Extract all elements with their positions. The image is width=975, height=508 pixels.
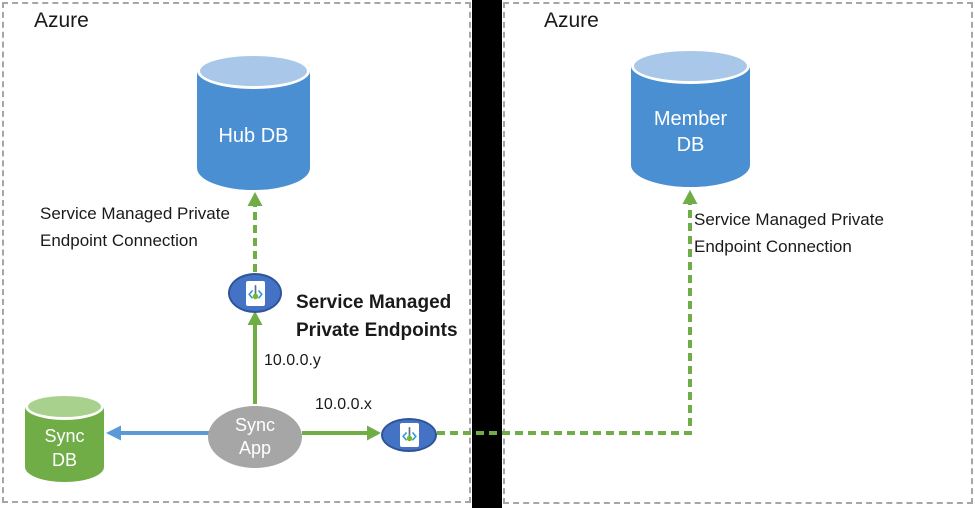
sync-app-ellipse: Sync App xyxy=(208,406,302,468)
member-db-top xyxy=(631,48,750,84)
private-endpoint-icon xyxy=(399,423,419,447)
sync-db-body: Sync DB xyxy=(25,406,104,482)
hub-db-top xyxy=(197,53,310,89)
member-db-cylinder: Member DB xyxy=(631,48,750,187)
hub-db-body: Hub DB xyxy=(197,70,310,190)
private-endpoint-node-hub xyxy=(228,273,282,313)
network-boundary-divider xyxy=(472,0,502,508)
member-db-body: Member DB xyxy=(631,65,750,187)
ip-label-x: 10.0.0.x xyxy=(315,396,372,413)
sync-app-label: Sync App xyxy=(234,415,276,458)
region-title-left: Azure xyxy=(34,9,89,32)
connector-endpoint-to-member-db xyxy=(437,190,698,435)
hub-db-cylinder: Hub DB xyxy=(197,53,310,190)
sync-db-cylinder: Sync DB xyxy=(25,393,104,482)
member-db-label: Member DB xyxy=(653,108,728,156)
connector-sync-app-to-endpoint-member xyxy=(302,425,381,441)
region-title-right: Azure xyxy=(544,9,599,32)
connector-sync-app-to-endpoint-hub xyxy=(247,311,263,404)
private-endpoint-node-member xyxy=(381,418,437,452)
ip-label-y: 10.0.0.y xyxy=(264,352,321,369)
private-endpoint-icon xyxy=(245,280,265,306)
sync-db-label: Sync DB xyxy=(44,426,85,470)
service-managed-private-endpoints-label: Service Managed Private Endpoints xyxy=(296,292,458,341)
connection-label-left: Service Managed Private Endpoint Connect… xyxy=(40,204,230,250)
sync-db-top xyxy=(25,393,104,420)
connection-label-right: Service Managed Private Endpoint Connect… xyxy=(694,210,884,256)
connector-sync-app-to-sync-db xyxy=(106,425,210,441)
connector-endpoint-to-hub-db xyxy=(247,192,263,272)
hub-db-label: Hub DB xyxy=(218,125,289,147)
